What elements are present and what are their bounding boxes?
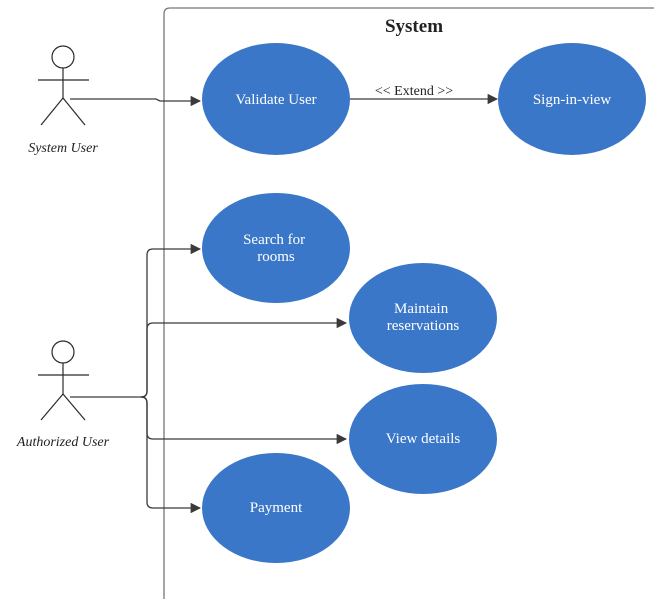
use-case-shape bbox=[498, 43, 646, 155]
use-case-shape bbox=[349, 263, 497, 373]
extend-label: << Extend >> bbox=[375, 84, 453, 99]
connector-authorized-payment bbox=[140, 396, 202, 514]
use-case-validate-user[interactable]: Validate User bbox=[202, 43, 350, 155]
label-line: View details bbox=[386, 431, 461, 447]
use-case-maintain-reservations[interactable]: Maintain reservations bbox=[349, 263, 497, 373]
use-case-shape bbox=[202, 193, 350, 303]
use-case-shape bbox=[202, 453, 350, 563]
label-line: Maintain bbox=[394, 301, 449, 317]
actor-leg-left bbox=[40, 97, 64, 126]
use-case-label: Payment bbox=[250, 500, 303, 516]
use-case-label: Search for rooms bbox=[243, 232, 309, 265]
actor-leg-right bbox=[62, 97, 86, 126]
use-case-label: Maintain reservations bbox=[387, 301, 460, 334]
label-line: Payment bbox=[250, 500, 303, 516]
actor-label: Authorized User bbox=[16, 435, 110, 450]
actor-leg-right bbox=[62, 393, 86, 421]
actor-head bbox=[51, 340, 75, 364]
use-case-label: View details bbox=[386, 431, 461, 447]
system-boundary bbox=[163, 7, 654, 599]
label-line: Search for bbox=[243, 232, 305, 248]
use-case-payment[interactable]: Payment bbox=[202, 453, 350, 563]
use-case-label: Sign-in-view bbox=[533, 92, 611, 108]
use-case-sign-in-view[interactable]: Sign-in-view bbox=[498, 43, 646, 155]
actor-label: System User bbox=[28, 141, 98, 156]
connector-authorized-view-details bbox=[140, 396, 348, 445]
use-case-label: Validate User bbox=[235, 92, 316, 108]
actor-authorized-user: Authorized User bbox=[16, 340, 110, 450]
actor-leg-left bbox=[40, 393, 64, 421]
system-title: System bbox=[385, 16, 443, 37]
label-line: reservations bbox=[387, 318, 460, 334]
connector-authorized-maintain bbox=[140, 317, 348, 398]
use-case-shape bbox=[349, 384, 497, 494]
label-line: rooms bbox=[257, 249, 295, 265]
use-case-view-details[interactable]: View details bbox=[349, 384, 497, 494]
use-case-shape bbox=[202, 43, 350, 155]
label-line: Validate User bbox=[235, 92, 316, 108]
label-line: Sign-in-view bbox=[533, 92, 611, 108]
actor-head bbox=[51, 45, 75, 69]
connector-system-user-validate bbox=[70, 95, 202, 107]
actor-system-user: System User bbox=[28, 45, 98, 156]
use-case-search-rooms[interactable]: Search for rooms bbox=[202, 193, 350, 303]
